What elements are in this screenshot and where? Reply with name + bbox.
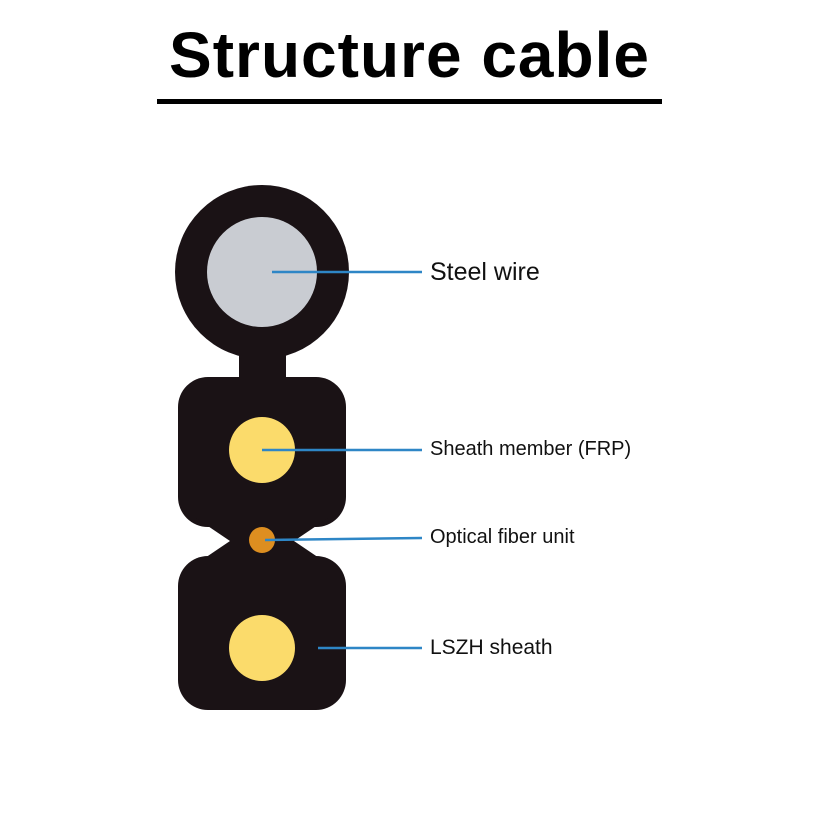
optical-fiber-leader-line xyxy=(264,536,423,542)
optical-fiber-circle xyxy=(249,527,275,553)
leader-lines xyxy=(262,270,423,650)
lszh-sheath-label: LSZH sheath xyxy=(430,636,553,659)
sheath-member-label: Sheath member (FRP) xyxy=(430,438,632,460)
strength-member-lower-circle xyxy=(229,615,295,681)
steel-wire-label: Steel wire xyxy=(430,258,540,286)
title-wrap: Structure cable xyxy=(0,21,819,105)
page-title: Structure cable xyxy=(157,21,662,105)
cable-cross-section xyxy=(175,185,349,710)
steel-wire-circle xyxy=(207,217,317,327)
optical-fiber-label: Optical fiber unit xyxy=(430,526,575,548)
